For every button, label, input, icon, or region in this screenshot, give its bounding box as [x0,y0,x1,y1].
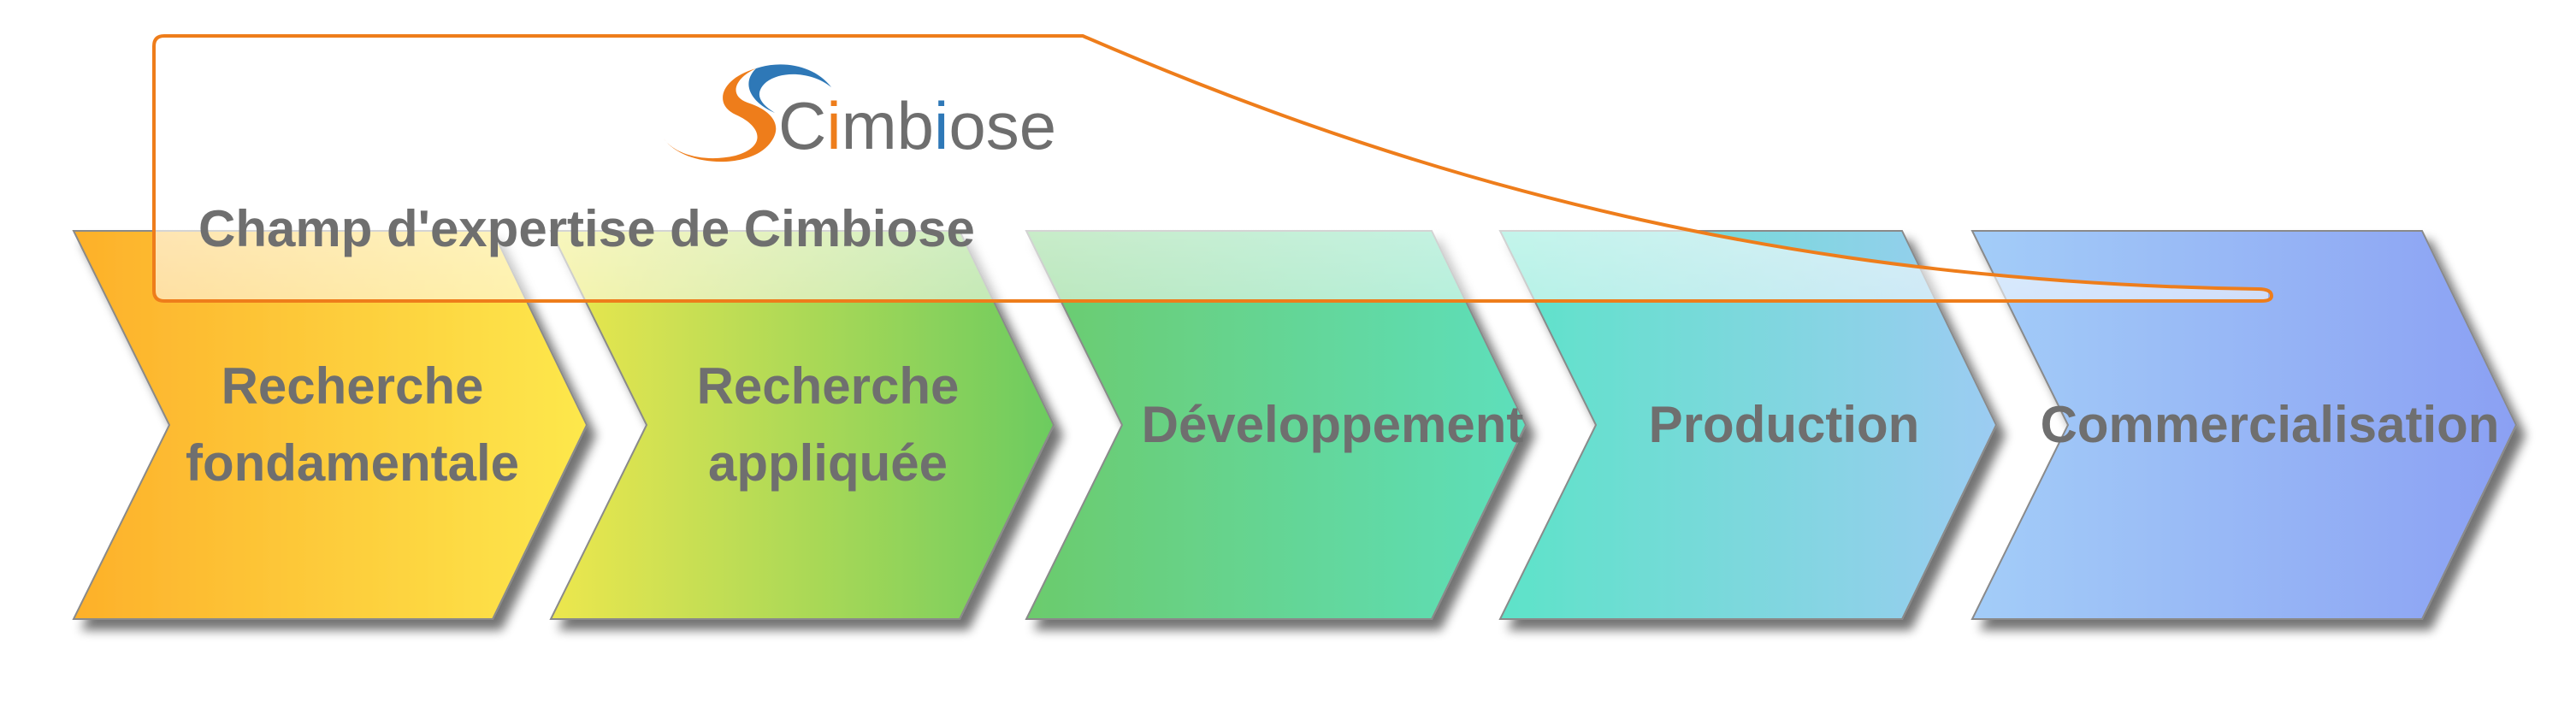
cimbiose-logo: Cimbiose [664,64,1056,163]
logo-wordmark: Cimbiose [778,88,1056,163]
stage-label-line: Production [1649,396,1920,453]
expertise-zone: Champ d'expertise de Cimbiose [152,34,2274,303]
stage-label-production: Production [1649,396,1920,453]
stage-label-line: Développement [1142,396,1524,453]
expertise-label: Champ d'expertise de Cimbiose [198,200,975,257]
stage-label-line: Commercialisation [2041,396,2500,453]
stage-label-recherche-fondamentale: Recherche fondamentale [186,357,519,492]
stage-label-line: fondamentale [186,434,519,492]
stage-label-developpement: Développement [1142,396,1524,453]
stage-chevron-commercialisation [1970,230,2518,620]
stage-label-recherche-appliquee: Recherche appliquée [697,357,960,492]
stage-chevrons: Recherche fondamentale Recherche appliquée D… [72,230,2518,620]
stage-label-line: Recherche [697,357,960,415]
stage-label-commercialisation: Commercialisation [2041,396,2500,453]
stage-label-line: Recherche [222,357,484,415]
expertise-outline [152,34,2274,303]
stage-label-line: appliquée [708,434,948,492]
expertise-fill [154,36,2268,301]
stage-chevron-production [1498,230,1998,620]
logo-mark-icon [664,64,831,162]
